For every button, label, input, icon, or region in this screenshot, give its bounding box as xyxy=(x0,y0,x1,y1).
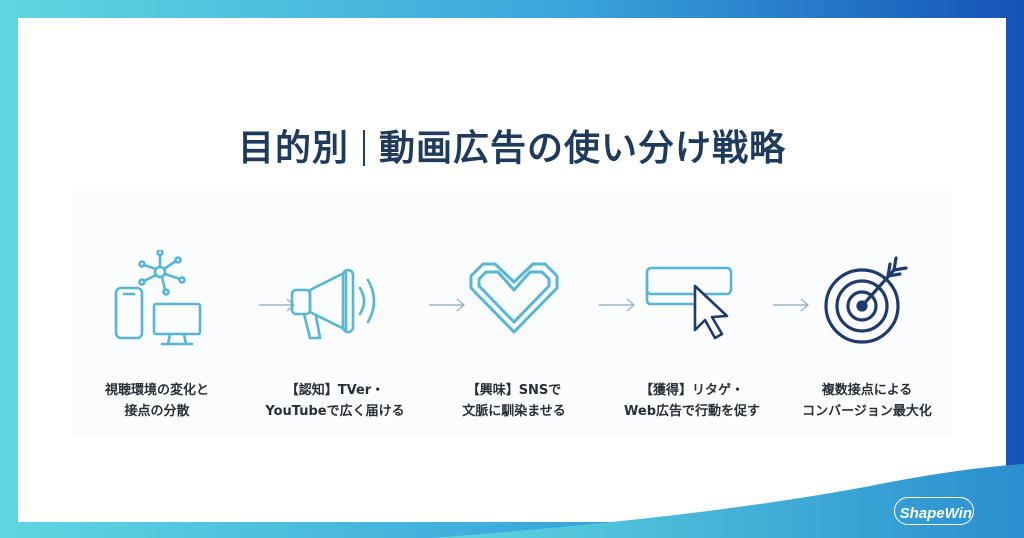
page-title: 目的別動画広告の使い分け戦略 xyxy=(18,119,1006,171)
content-card: 目的別動画広告の使い分け戦略 xyxy=(18,18,1006,522)
step-acquisition: 【獲得】リタゲ・ Web広告で行動を促す xyxy=(607,250,777,422)
heart-icon xyxy=(469,262,559,334)
brand-logo: ShapeWin xyxy=(893,497,974,525)
decorative-wave xyxy=(430,464,1024,538)
title-main: 目的別 xyxy=(237,128,349,169)
title-sub: 動画広告の使い分け戦略 xyxy=(379,128,787,169)
step-label: 【獲得】リタゲ・ Web広告で行動を促す xyxy=(624,383,760,419)
click-cursor-icon xyxy=(645,266,733,340)
cloud-logo-icon xyxy=(893,497,974,525)
strategy-flow: 視聴環境の変化と 接点の分散 【認知】TVer・ YouTubeで広く届ける xyxy=(72,190,952,435)
step-label: 【興味】SNSで 文脈に馴染ませる xyxy=(462,383,566,419)
arrow-right-icon xyxy=(429,298,466,312)
step-awareness: 【認知】TVer・ YouTubeで広く届ける xyxy=(250,250,420,422)
arrow-right-icon xyxy=(773,298,810,312)
arrow-right-icon xyxy=(599,298,636,312)
target-icon xyxy=(824,256,908,344)
arrow-right-icon xyxy=(259,298,296,312)
step-environment: 視聴環境の変化と 接点の分散 xyxy=(72,250,242,422)
devices-network-icon xyxy=(114,250,202,346)
step-interest: 【興味】SNSで 文脈に馴染ませる xyxy=(429,250,599,422)
title-divider xyxy=(363,130,365,166)
step-label: 視聴環境の変化と 接点の分散 xyxy=(104,383,209,419)
step-conversion: 複数接点による コンバージョン最大化 xyxy=(782,250,952,422)
step-label: 【認知】TVer・ YouTubeで広く届ける xyxy=(265,383,405,419)
megaphone-icon xyxy=(290,268,376,340)
step-label: 複数接点による コンバージョン最大化 xyxy=(802,383,932,419)
